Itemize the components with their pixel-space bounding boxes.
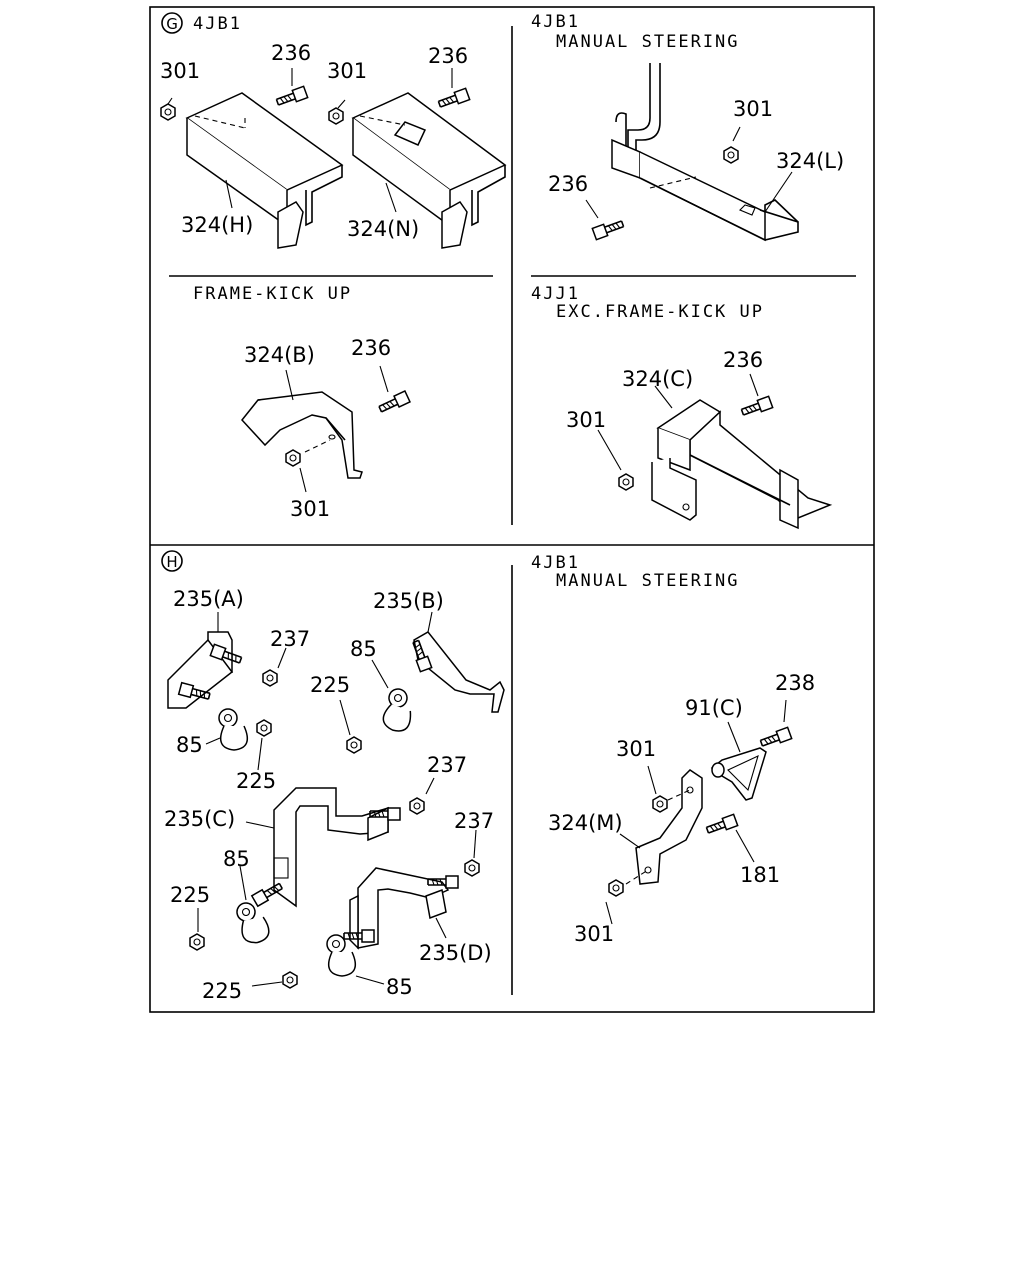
label-nut: 301: [290, 497, 330, 521]
label-nut-top: 301: [616, 737, 656, 761]
label-bracket-b: 324(B): [244, 343, 315, 367]
label-bolt: 236: [723, 348, 763, 372]
label-nut-d: 237: [454, 809, 494, 833]
label-nut-c: 237: [427, 753, 467, 777]
label-bracket-d: 235(D): [419, 941, 492, 965]
svg-text:H: H: [166, 553, 177, 571]
condition-header: MANUAL STEERING: [556, 32, 740, 52]
label-bracket-m: 324(M): [548, 811, 623, 835]
label-nut-clip-a: 225: [236, 769, 276, 793]
label-nut: 301: [566, 408, 606, 432]
label-bracket-h: 324(H): [181, 213, 253, 237]
label-bracket-n: 324(N): [347, 217, 419, 241]
panel-g-4jb1-manual-steering: 4JB1 MANUAL STEERING 301 324(L) 236: [531, 12, 844, 242]
label-nut-bottom: 301: [574, 922, 614, 946]
condition-header: MANUAL STEERING: [556, 571, 740, 591]
label-nut-clip-c: 225: [170, 883, 210, 907]
label-bracket-b: 235(B): [373, 589, 444, 613]
label-nut-a: 237: [270, 627, 310, 651]
label-bracket-l: 324(L): [776, 149, 844, 173]
label-nut-clip-b: 225: [310, 673, 350, 697]
label-nut-left: 301: [160, 59, 200, 83]
label-bracket-c: 324(C): [622, 367, 693, 391]
section-g-marker: G: [161, 12, 183, 34]
label-clip-a: 85: [176, 733, 203, 757]
label-nut-right: 301: [327, 59, 367, 83]
label-nut-clip-d: 225: [202, 979, 242, 1003]
label-bolt: 236: [548, 172, 588, 196]
condition-header: FRAME-KICK UP: [193, 284, 352, 304]
engine-header: 4JJ1: [531, 284, 580, 304]
svg-text:G: G: [166, 15, 178, 33]
label-nut: 301: [733, 97, 773, 121]
panel-h-4jb1-manual-steering: 4JB1 MANUAL STEERING 238 91(C) 301 324(M…: [531, 553, 815, 946]
panel-g-frame-kick-up: FRAME-KICK UP 324(B) 236 301: [193, 284, 411, 521]
label-clip-c: 85: [223, 847, 250, 871]
engine-header: 4JB1: [531, 12, 580, 32]
label-bolt-left: 236: [271, 41, 311, 65]
panel-g-4jj1-exc-frame-kick-up: 4JJ1 EXC.FRAME-KICK UP 324(C) 236 301: [531, 284, 833, 530]
label-clamp-91c: 91(C): [685, 696, 743, 720]
panel-g-4jb1: 4JB1 301 236 324(H) 301 236 324(N): [160, 14, 507, 249]
label-bolt-238: 238: [775, 671, 815, 695]
label-bolt-right: 236: [428, 44, 468, 68]
label-clip-d: 85: [386, 975, 413, 999]
diagram-frame: [149, 6, 875, 1013]
label-bracket-c: 235(C): [164, 807, 235, 831]
panel-h-brackets: 235(A) 237 85 225 235(B) 85 225 237 235(…: [164, 587, 505, 1003]
condition-header: EXC.FRAME-KICK UP: [556, 302, 764, 322]
label-bolt: 236: [351, 336, 391, 360]
engine-header: 4JB1: [193, 14, 242, 34]
section-h-marker: H: [161, 550, 183, 572]
label-clip-b: 85: [350, 637, 377, 661]
engine-header: 4JB1: [531, 553, 580, 573]
label-bolt-181: 181: [740, 863, 780, 887]
label-bracket-a: 235(A): [173, 587, 244, 611]
